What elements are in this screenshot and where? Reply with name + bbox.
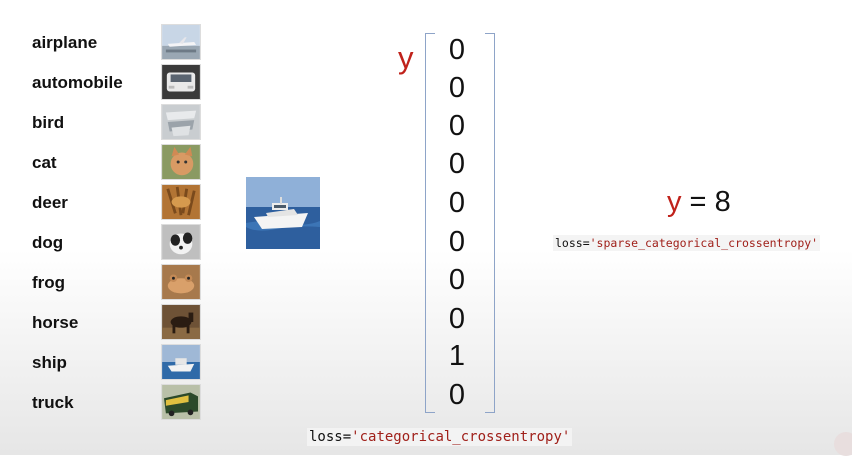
automobile-thumbnail <box>161 64 201 100</box>
vector-element: 0 <box>448 303 466 335</box>
categorical-loss-value: 'categorical_crossentropy' <box>351 429 571 445</box>
bird-thumbnail <box>161 104 201 140</box>
list-item: bird <box>30 102 220 142</box>
deer-thumbnail <box>161 184 201 220</box>
list-item: ship <box>30 342 220 382</box>
class-label: airplane <box>32 33 98 52</box>
list-item: dog <box>30 222 220 262</box>
sparse-label-equation: y = 8 <box>667 186 731 219</box>
class-label: cat <box>32 153 57 172</box>
sparse-label-var: y <box>667 186 682 218</box>
dog-thumbnail <box>161 224 201 260</box>
list-item: frog <box>30 262 220 302</box>
class-label: ship <box>32 353 67 372</box>
cat-thumbnail <box>161 144 201 180</box>
vector-label-y: y <box>398 40 414 75</box>
ship-thumbnail <box>161 344 201 380</box>
class-label: dog <box>32 233 64 252</box>
list-item: truck <box>30 382 220 422</box>
list-item: deer <box>30 182 220 222</box>
class-label: deer <box>32 193 68 212</box>
categorical-loss-key: loss= <box>309 429 352 445</box>
sparse-loss-key: loss= <box>555 236 590 250</box>
sparse-label-value: 8 <box>714 186 731 218</box>
horse-thumbnail <box>161 304 201 340</box>
class-label: horse <box>32 313 79 332</box>
class-label: bird <box>32 113 65 132</box>
list-item: airplane <box>30 22 220 62</box>
ship-image <box>246 177 320 249</box>
frog-thumbnail <box>161 264 201 300</box>
right-bracket <box>485 33 495 413</box>
airplane-thumbnail <box>161 24 201 60</box>
vector-element: 0 <box>448 148 466 180</box>
vector-element: 0 <box>448 72 466 104</box>
class-label: truck <box>32 393 74 412</box>
vector-element: 0 <box>448 187 466 219</box>
vector-element: 1 <box>448 340 466 372</box>
list-item: horse <box>30 302 220 342</box>
vector-element: 0 <box>448 110 466 142</box>
categorical-loss-code: loss='categorical_crossentropy' <box>307 428 573 446</box>
corner-logo <box>834 432 852 456</box>
vector-element: 0 <box>448 34 466 66</box>
sparse-loss-value: 'sparse_categorical_crossentropy' <box>589 236 819 250</box>
left-bracket <box>425 33 435 413</box>
vector-element: 0 <box>448 226 466 258</box>
class-label: frog <box>32 273 66 292</box>
truck-thumbnail <box>161 384 201 420</box>
vector-element: 0 <box>448 379 466 411</box>
sparse-label-equals: = <box>681 186 715 218</box>
list-item: automobile <box>30 62 220 102</box>
vector-element: 0 <box>448 264 466 296</box>
list-item: cat <box>30 142 220 182</box>
class-label: automobile <box>32 73 123 92</box>
sparse-loss-code: loss='sparse_categorical_crossentropy' <box>553 235 821 251</box>
